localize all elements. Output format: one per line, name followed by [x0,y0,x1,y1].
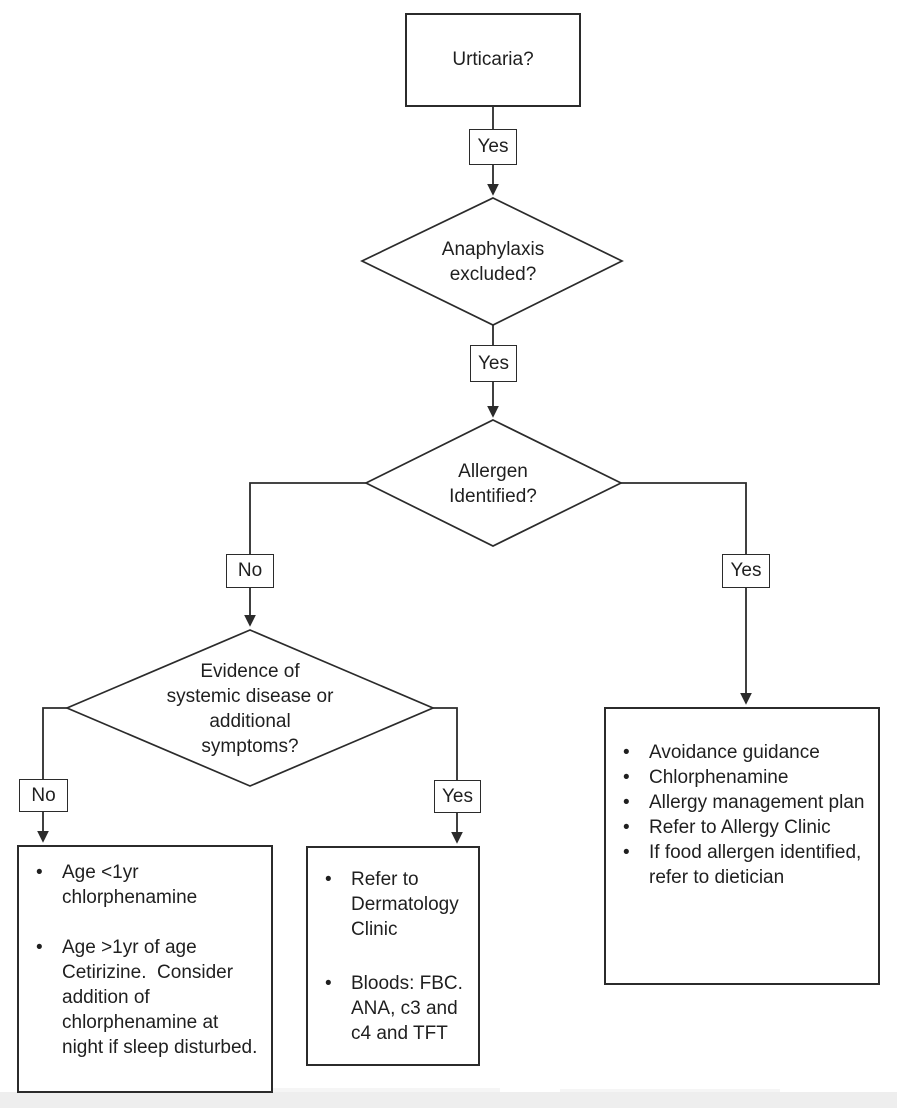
edge-label-allergen-yes: Yes [722,554,770,588]
outcome-item: Refer to Allergy Clinic [606,815,868,840]
start-node-urticaria: Urticaria? [405,13,581,107]
connector-segments [42,107,747,780]
outcome-item: Refer to Dermatology Clinic [308,867,470,942]
outcome-item: Age <1yr chlorphenamine [19,860,261,910]
diamond-allergen [364,419,623,547]
edge-label-allergen-no: No [226,554,274,588]
edge-d2-to-yes3 [621,482,747,554]
outcome-item: Bloods: FBC. ANA, c3 and c4 and TFT [308,971,470,1046]
edge-d2-to-no1 [249,482,366,554]
edge-d3-to-yes4 [433,707,458,780]
edge-d3-to-no2 [42,707,67,779]
arrow-segments [37,165,752,844]
diamond-anaphylaxis-label: Anaphylaxis excluded? [441,239,545,285]
outcome-item: Chlorphenamine [606,765,868,790]
outcome-box-systemic-disease: Refer to Dermatology Clinic Bloods: FBC.… [306,846,480,1066]
edge-label-systemic-yes: Yes [434,780,481,813]
edge-label-text: Yes [730,560,762,581]
diamond-allergen-label: Allergen Identified? [449,461,537,507]
outcome-box-no-systemic-disease: Age <1yr chlorphenamine Age >1yr of age … [17,845,273,1093]
edge-label-systemic-no: No [19,779,68,812]
outcome-item: Age >1yr of age Cetirizine. Consider add… [19,935,261,1060]
diamond-systemic [64,629,436,787]
diamond-anaphylaxis [360,197,624,326]
decision-diamonds [64,197,624,787]
edge-label-text: No [31,784,56,806]
start-node-label: Urticaria? [452,49,534,70]
outcome-item: Avoidance guidance [606,740,868,765]
edge-label-text: No [237,560,263,581]
outcome-box-allergen-identified: Avoidance guidance Chlorphenamine Allerg… [604,707,880,985]
outcome-item: If food allergen identified, refer to di… [606,840,868,890]
scan-artifact-band [0,1088,897,1108]
edge-label-anaphylaxis-yes: Yes [470,345,517,382]
edge-label-text: Yes [477,136,509,157]
edge-label-text: Yes [442,785,473,807]
edge-label-urticaria-yes: Yes [469,129,517,165]
outcome-item: Allergy management plan [606,790,868,815]
diamond-systemic-label: Evidence of systemic disease or addition… [166,661,334,757]
edge-label-text: Yes [478,352,509,374]
